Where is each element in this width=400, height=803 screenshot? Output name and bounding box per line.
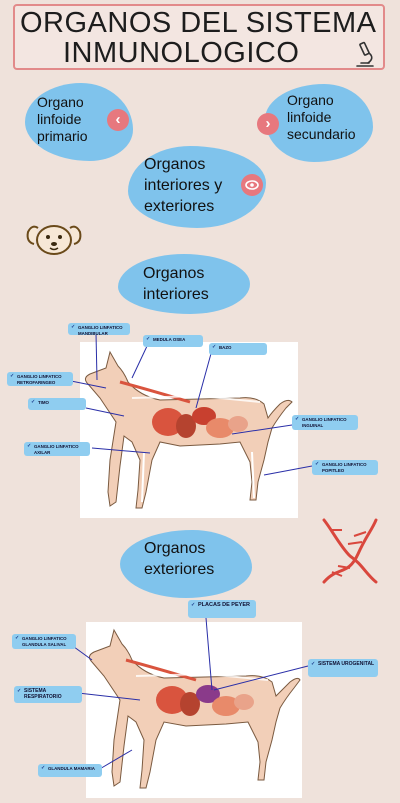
label-timo: ✓TIMO: [28, 398, 86, 410]
check-icon: ✓: [10, 373, 15, 379]
label-salival: ✓GANGLIO LINFATICO GLANDULA SALIVAL: [12, 634, 76, 649]
label-medula-text: MEDULA OSEA: [153, 337, 186, 342]
label-inguinal-text: GANGLIO LINFATICO INGUINAL: [302, 417, 347, 428]
eye-icon[interactable]: [241, 174, 263, 196]
check-icon: ✓: [311, 661, 316, 667]
label-peyer: ✓PLACAS DE PEYER: [188, 600, 256, 618]
check-icon: ✓: [191, 602, 196, 608]
label-medula: ✓MEDULA OSEA: [143, 335, 203, 347]
text-interiores: Organos interiores: [143, 265, 209, 303]
label-retrofaringeo: ✓GANGLIO LINFATICO RETROFARINGEO: [7, 372, 73, 386]
label-timo-text: TIMO: [38, 400, 49, 405]
label-mandibular: ✓GANGLIO LINFATICO MANDIBULAR: [68, 323, 130, 335]
text-interiores-exteriores: Organos interiores y exteriores: [144, 156, 223, 215]
bubble-secundario: [265, 84, 373, 162]
check-icon: ✓: [17, 688, 22, 694]
label-inguinal: ✓GANGLIO LINFATICO INGUINAL: [292, 415, 358, 430]
text-secundario: Organo linfoide secundario: [287, 92, 356, 142]
check-icon: ✓: [315, 461, 320, 467]
check-icon: ✓: [295, 416, 300, 422]
check-icon: ✓: [146, 336, 151, 342]
text-exteriores: Organos exteriores: [144, 540, 215, 578]
title-line-1: ORGANOS DEL SISTEMA: [20, 7, 377, 39]
label-retrofaringeo-text: GANGLIO LINFATICO RETROFARINGEO: [17, 374, 62, 385]
label-urogenital-text: SISTEMA UROGENITAL: [318, 661, 375, 667]
dog-face-icon: [26, 225, 82, 255]
label-popliteo: ✓GANGLIO LINFATICO POPITLEO: [312, 460, 378, 475]
label-mamaria: ✓GLANDULA MAMARIA: [38, 764, 102, 777]
check-icon: ✓: [31, 399, 36, 405]
label-bazo-text: BAZO: [219, 345, 232, 350]
label-mandibular-text: GANGLIO LINFATICO MANDIBULAR: [78, 325, 123, 335]
label-axilar-text: GANGLIO LINFATICO AXILAR: [34, 444, 79, 455]
check-icon: ✓: [212, 344, 217, 350]
label-mamaria-text: GLANDULA MAMARIA: [48, 766, 95, 771]
check-icon: ✓: [41, 765, 46, 771]
title-line-2: INMUNOLOGICO: [63, 37, 300, 69]
label-axilar: ✓GANGLIO LINFATICO AXILAR: [24, 442, 90, 456]
bubble-interiores: [118, 254, 250, 314]
label-bazo: ✓BAZO: [209, 343, 267, 355]
label-urogenital: ✓SISTEMA UROGENITAL: [308, 659, 378, 677]
label-respiratorio-text: SISTEMA RESPIRATORIO: [24, 688, 62, 700]
exterior-anatomy-image: [86, 622, 302, 798]
check-icon: ✓: [27, 443, 32, 449]
check-icon: ✓: [71, 324, 76, 330]
label-peyer-text: PLACAS DE PEYER: [198, 602, 250, 608]
bubble-exteriores: [120, 530, 252, 598]
chevron-left-icon[interactable]: ‹: [107, 109, 129, 131]
label-salival-text: GANGLIO LINFATICO GLANDULA SALIVAL: [22, 636, 67, 647]
title-box: ORGANOS DEL SISTEMA INMUNOLOGICO: [13, 4, 385, 70]
microscope-icon: [356, 41, 374, 67]
check-icon: ✓: [15, 635, 20, 641]
text-primario: Organo linfoide primario: [37, 94, 88, 144]
dna-icon: [322, 518, 378, 584]
label-respiratorio: ✓SISTEMA RESPIRATORIO: [14, 686, 82, 703]
label-popliteo-text: GANGLIO LINFATICO POPITLEO: [322, 462, 367, 473]
chevron-right-icon[interactable]: ›: [257, 113, 279, 135]
